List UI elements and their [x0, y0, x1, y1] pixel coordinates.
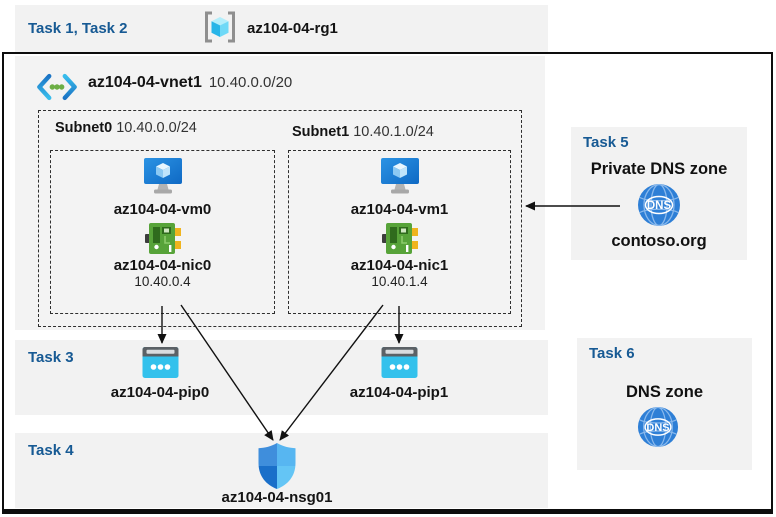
resource-group-label: az104-04-rg1	[247, 20, 338, 37]
task6-dns-globe-icon: DNS	[637, 406, 679, 448]
task6-label: Task 6	[589, 345, 635, 362]
nic0-ip: 10.40.0.4	[134, 274, 191, 289]
nsg-shield-icon	[257, 442, 297, 490]
contoso-org-label: contoso.org	[611, 232, 707, 250]
subnet1-cidr: 10.40.1.0/24	[353, 124, 434, 140]
subnet0-box: az104-04-vm0 az104-04-nic0 10.40.0.4	[50, 150, 275, 314]
nic1-label: az104-04-nic1	[350, 257, 449, 274]
task6-dns-icon-text: DNS	[646, 422, 669, 434]
task6-panel	[577, 338, 752, 470]
nic1-network-interface-icon	[381, 222, 418, 255]
pip0-label: az104-04-pip0	[110, 384, 210, 401]
pip1-label: az104-04-pip1	[349, 384, 449, 401]
nsg-label: az104-04-nsg01	[221, 489, 333, 506]
resource-group-icon	[203, 11, 237, 43]
vm0-virtual-machine-icon	[141, 158, 185, 198]
nic0-label: az104-04-nic0	[113, 257, 212, 274]
vnet-cidr: 10.40.0.0/20	[208, 74, 293, 91]
private-dns-zone-title: Private DNS zone	[590, 160, 728, 178]
vnet-name: az104-04-vnet1	[88, 74, 202, 91]
subnet1-box: az104-04-vm1 az104-04-nic1 10.40.1.4	[288, 150, 511, 314]
vnet-title: az104-04-vnet1 10.40.0.0/20	[88, 74, 292, 92]
task-1-2-label: Task 1, Task 2	[28, 20, 128, 37]
task5-dns-globe-icon: DNS	[637, 183, 681, 227]
vnet-box	[15, 56, 545, 330]
dns-zone-title: DNS zone	[625, 383, 703, 401]
task5-label: Task 5	[583, 134, 629, 151]
task4-label: Task 4	[28, 442, 74, 459]
pip0-public-ip-icon	[142, 347, 179, 378]
subnet0-cidr: 10.40.0.0/24	[116, 120, 197, 136]
nic0-network-interface-icon	[144, 222, 181, 255]
task3-label: Task 3	[28, 349, 74, 366]
task-1-2-band	[15, 5, 548, 52]
task5-dns-icon-text: DNS	[647, 200, 672, 212]
subnet1-label: Subnet1 10.40.1.0/24	[292, 124, 434, 140]
task3-band	[15, 340, 548, 415]
subnet1-name: Subnet1	[292, 124, 350, 140]
vm0-label: az104-04-vm0	[113, 201, 212, 218]
pip1-public-ip-icon	[381, 347, 418, 378]
vm1-virtual-machine-icon	[378, 158, 422, 198]
vm1-label: az104-04-vm1	[350, 201, 449, 218]
subnet0-name: Subnet0	[55, 120, 113, 136]
nic1-ip: 10.40.1.4	[371, 274, 428, 289]
vnet-icon	[36, 73, 78, 101]
subnet0-label: Subnet0 10.40.0.0/24	[55, 120, 197, 136]
